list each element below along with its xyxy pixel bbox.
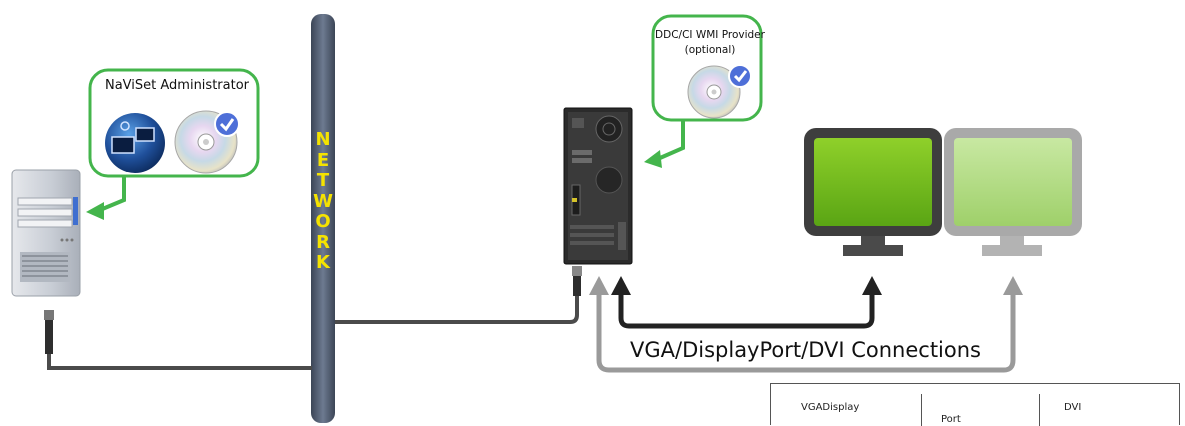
secondary-monitor — [944, 128, 1082, 256]
primary-monitor — [804, 128, 942, 256]
network-letter: W — [313, 190, 333, 212]
ddc-callout-label: DDC/CI WMI Provider — [655, 29, 765, 41]
ethernet-plug-pc — [572, 266, 582, 296]
legend-port-label: Port — [941, 414, 961, 425]
pc-network-cable — [335, 296, 579, 324]
network-letter: O — [315, 211, 331, 232]
connector-legend: VGADisplay Port DVI — [770, 383, 1180, 426]
gray-video-connection — [589, 276, 1023, 373]
connections-label: VGA/DisplayPort/DVI Connections — [630, 338, 981, 362]
pc-tower — [563, 107, 633, 265]
network-letter: K — [316, 252, 330, 273]
network-letter: R — [316, 231, 330, 253]
admin-server — [11, 169, 81, 297]
admin-callout-label: NaViSet Administrator — [104, 78, 249, 93]
legend-divider — [921, 394, 922, 426]
admin-network-cable — [47, 354, 312, 370]
admin-install-disc-icon — [174, 110, 240, 174]
naviset-admin-icon — [105, 113, 165, 173]
network-letter: T — [316, 170, 330, 191]
network-label: N E T W O R K — [311, 129, 335, 274]
network-backbone — [311, 14, 335, 423]
ethernet-plug-admin — [44, 310, 54, 354]
network-letter: N — [315, 129, 331, 150]
legend-dvi-label: DVI — [1064, 402, 1082, 413]
black-video-connection — [611, 276, 882, 329]
legend-vga-label: VGADisplay — [801, 402, 860, 413]
network-letter: E — [316, 149, 330, 171]
ddc-provider-disc-icon — [687, 64, 752, 119]
ddc-callout-sublabel: (optional) — [684, 44, 736, 56]
legend-divider — [1039, 394, 1040, 426]
